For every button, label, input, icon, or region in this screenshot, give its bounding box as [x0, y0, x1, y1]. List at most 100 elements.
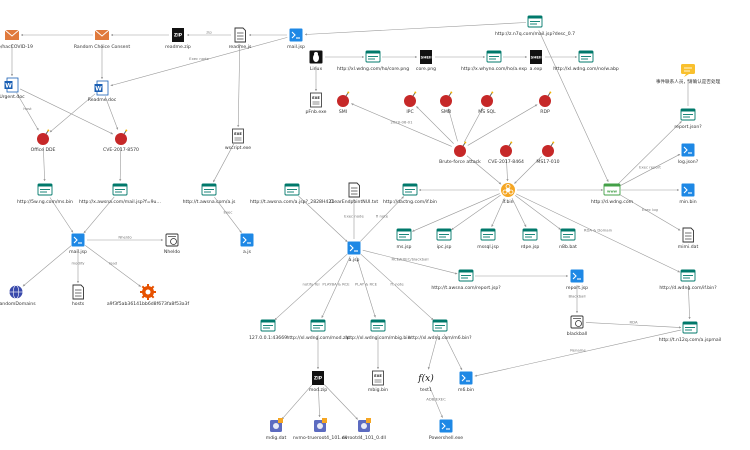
edge-n63-n68: [429, 386, 443, 418]
node-n47[interactable]: n8b.bat: [559, 228, 577, 250]
node-n53[interactable]: report.jsp: [566, 269, 588, 292]
node-n68[interactable]: Powershell.exe: [429, 419, 463, 442]
node-label: mod.zip: [309, 387, 327, 393]
node-n63[interactable]: f(x)test1: [417, 373, 434, 393]
node-n60[interactable]: http://xl.wdng.com/m6.bin?: [408, 319, 472, 341]
node-n45[interactable]: mssql.jsp: [477, 228, 499, 250]
node-n40[interactable]: Nheldo: [164, 233, 180, 255]
node-n17[interactable]: http://xl.wdng.com/no/w.abp: [553, 50, 619, 72]
exe-file-icon: EXE: [232, 128, 244, 144]
node-n65[interactable]: mdig.dat: [266, 418, 287, 441]
edge-n26-n36: [514, 156, 542, 184]
node-label: mdig.dat: [266, 435, 287, 441]
node-n42[interactable]: mimi.dat: [678, 227, 699, 250]
node-n25[interactable]: CVE-2017-8464: [488, 141, 524, 166]
node-n57[interactable]: 127.0.0.1:43669: [249, 319, 287, 341]
node-n56[interactable]: http://t.n12q.com/a.jspmail: [659, 321, 722, 343]
node-n19[interactable]: SMI: [337, 91, 350, 116]
node-n6[interactable]: http://z.n7q.com/mail.jsp?desc_0.7: [495, 15, 575, 37]
node-n20[interactable]: IPC: [404, 91, 417, 116]
edge-n48-n58: [321, 256, 351, 319]
node-n26[interactable]: MS17-010: [536, 141, 560, 166]
shell-icon: SHEll: [420, 50, 432, 64]
node-n37[interactable]: www http://d.wdng.com: [591, 183, 634, 205]
node-n1[interactable]: Free/hacCOVID-19: [0, 29, 33, 50]
bomb-icon: [539, 91, 552, 107]
url-icon: [522, 228, 538, 241]
node-n43[interactable]: ms.jsp: [397, 228, 412, 250]
node-n58[interactable]: http://xl.wdng.com/mod.zip: [286, 319, 350, 341]
node-n22[interactable]: MS SQL: [478, 91, 496, 116]
node-n30[interactable]: http://5w.ng.com/ms.bin: [17, 183, 73, 205]
svg-text:W: W: [95, 86, 102, 93]
node-n59[interactable]: http://xl.wdng.com/mbig.bin: [346, 319, 411, 341]
word-doc-icon: W: [4, 77, 19, 93]
node-n52[interactable]: http://t.awsna.com/report.jsp?: [431, 269, 501, 291]
node-n29[interactable]: log.json?: [678, 143, 699, 166]
node-n67[interactable]: nvrootd4_101_0.dll: [342, 418, 386, 441]
www-icon: www: [603, 183, 621, 196]
node-n51[interactable]: a9f3f5ab36141bb6d8f673fa8f53a3f: [107, 284, 190, 307]
node-n49[interactable]: RandomDomains: [0, 285, 36, 308]
node-n10[interactable]: CVE-2017-8570: [103, 129, 139, 154]
node-n21[interactable]: SMB: [440, 91, 453, 116]
node-n24[interactable]: Brute-force attack: [439, 141, 481, 166]
url-icon: [436, 228, 452, 241]
node-label: 127.0.0.1:43669: [249, 335, 287, 341]
node-n64[interactable]: m6.bin: [458, 371, 474, 394]
node-n28[interactable]: report.json?: [674, 108, 702, 130]
powershell-icon: [681, 143, 695, 157]
node-label: http://d.wdng.com: [591, 199, 634, 205]
node-n39[interactable]: mail.jsp: [69, 233, 87, 256]
node-n35[interactable]: http://dactng.com/if.bin: [383, 183, 437, 205]
node-n4[interactable]: readme.js: [229, 27, 252, 50]
node-label: mssql.jsp: [477, 244, 499, 250]
node-label: http://t.awsna.com/a.jsp?_2828H421: [250, 199, 334, 205]
node-n2[interactable]: Random Choice Consent: [74, 29, 131, 50]
edge-label: Exec node: [189, 56, 209, 61]
bomb-icon: [115, 129, 128, 145]
node-n54[interactable]: http://d.wdng.com/if.bin?: [659, 269, 717, 291]
node-n13[interactable]: http://xl.wdng.com/ho/core.png: [337, 50, 409, 72]
edge-n48-n57: [274, 253, 348, 321]
node-n41[interactable]: a.js: [240, 233, 254, 256]
node-n46[interactable]: rdpe.jsp: [521, 228, 540, 250]
dll-icon: [358, 418, 371, 432]
node-n32[interactable]: http://t.awsna.com/a.js: [183, 183, 236, 205]
node-n12[interactable]: Linux: [309, 50, 323, 73]
edge-label: fl. note: [390, 282, 404, 287]
svg-text:EXE: EXE: [374, 374, 382, 378]
node-n44[interactable]: ipc.jsp: [436, 228, 452, 250]
node-n66[interactable]: nvmo-trueroot4_101.dll: [293, 418, 347, 441]
node-n48[interactable]: a.jsp: [347, 241, 361, 264]
edge-n36-n54: [515, 193, 681, 273]
node-n38[interactable]: min.bin: [679, 183, 697, 206]
node-n33[interactable]: http://t.awsna.com/a.jsp?_2828H421: [250, 183, 334, 205]
node-label: http://d.wdng.com/if.bin?: [659, 285, 717, 291]
node-n23[interactable]: RDP: [539, 91, 552, 116]
node-n27[interactable]: 事件联系人员，请确认是否处理: [656, 64, 721, 85]
node-n50[interactable]: hosts: [72, 284, 85, 307]
powershell-icon: [439, 419, 453, 433]
node-n15[interactable]: http://x.whyno.com/ho/a.exp: [461, 50, 527, 72]
node-n55[interactable]: blackball: [567, 315, 587, 337]
url-icon: [284, 183, 300, 196]
bomb-icon: [500, 141, 513, 157]
node-n5[interactable]: mail.jsp: [287, 28, 305, 51]
node-n36[interactable]: if.bin: [501, 183, 515, 205]
edge-n8-n10: [104, 96, 119, 130]
node-n9[interactable]: Office DDE: [31, 129, 56, 154]
bomb-icon: [337, 91, 350, 107]
node-n34[interactable]: ClearEndpointNUI.txt: [330, 182, 379, 205]
node-n31[interactable]: http://x.awsna.com/mail.jsp?f=9u…: [79, 183, 161, 205]
